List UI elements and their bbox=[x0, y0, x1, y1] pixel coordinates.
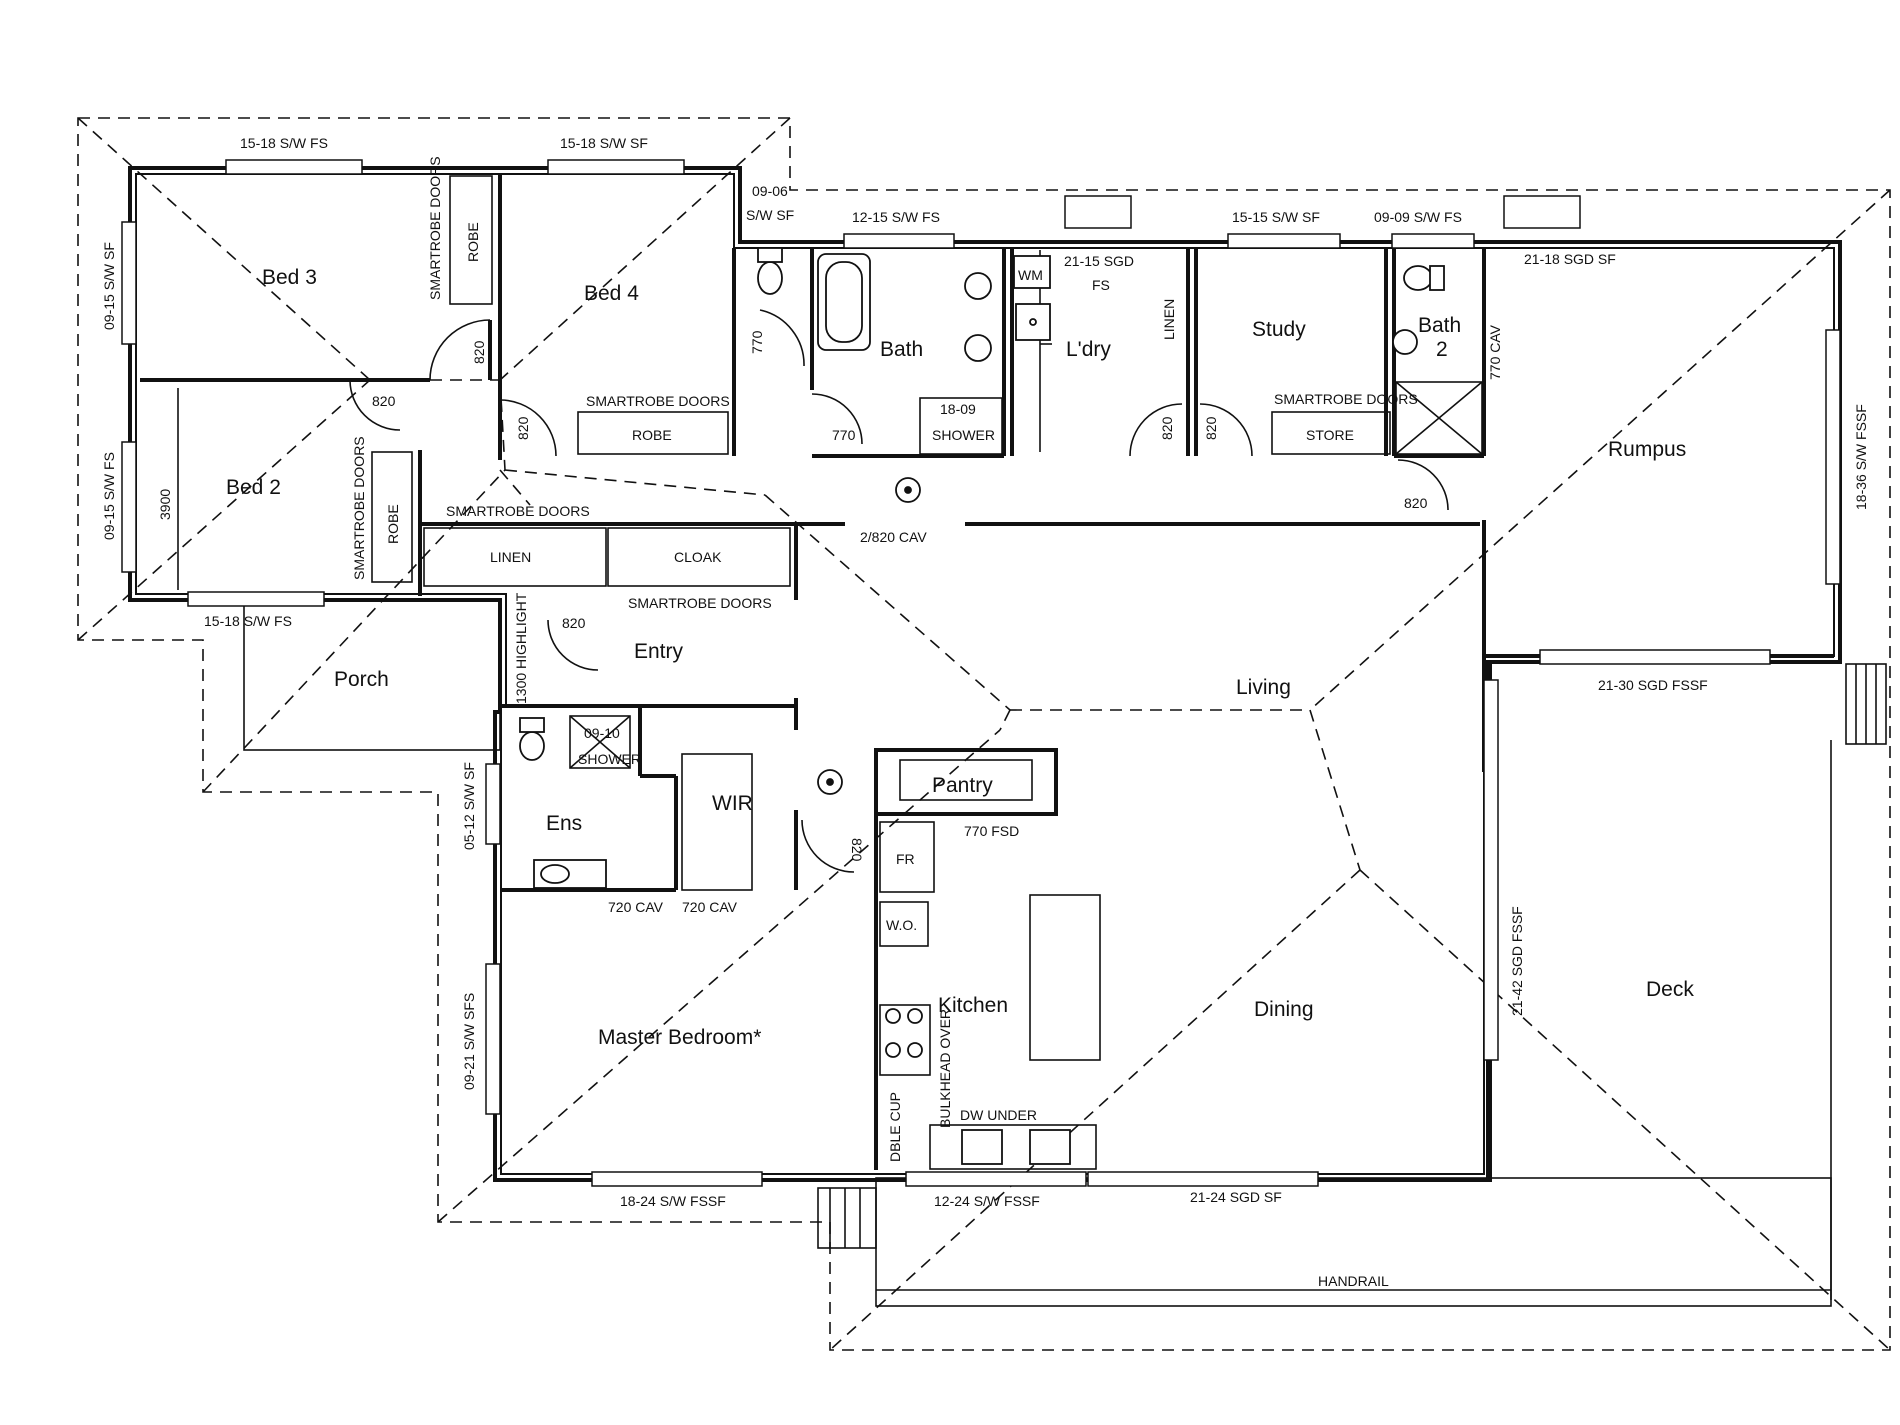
window-note-master-bottom: 18-24 S/W FSSF bbox=[620, 1193, 726, 1209]
pantry-door-note: 770 FSD bbox=[964, 823, 1019, 839]
wir-cavity-door: 720 CAV bbox=[682, 899, 738, 915]
door-size-master: 820 bbox=[849, 838, 865, 862]
room-label-pantry: Pantry bbox=[932, 774, 993, 797]
robe-doors-bed3: SMARTROBE DOORS bbox=[427, 156, 443, 300]
robe-doors-bed2: SMARTROBE DOORS bbox=[351, 436, 367, 580]
window-note-kitchen-bottom: 12-24 S/W FSSF bbox=[934, 1193, 1040, 1209]
room-label-study: Study bbox=[1252, 318, 1306, 341]
door-swings bbox=[349, 309, 1449, 873]
room-label-bath2: Bath bbox=[1418, 314, 1461, 337]
window-note-ens: 05-12 S/W SF bbox=[461, 762, 477, 850]
windows bbox=[121, 159, 1841, 1187]
laundry-door-note-size: 21-15 SGD bbox=[1064, 253, 1134, 269]
door-size-study: 820 bbox=[1203, 416, 1219, 440]
window-note-bed3-top: 15-18 S/W FS bbox=[240, 135, 328, 151]
room-label-bed3: Bed 3 bbox=[262, 266, 317, 289]
bath2-cavity-door: 770 CAV bbox=[1487, 324, 1503, 380]
door-size-bed3: 820 bbox=[471, 340, 487, 364]
wall-oven-label: W.O. bbox=[886, 917, 917, 933]
room-label-dining: Dining bbox=[1254, 998, 1314, 1021]
storage-labels: ROBE ROBE ROBE STORE LINEN CLOAK LINEN F… bbox=[385, 222, 1354, 933]
robe-doors-bed4: SMARTROBE DOORS bbox=[586, 393, 730, 409]
window-note-rumpus-side: 18-36 S/W FSSF bbox=[1853, 404, 1869, 510]
window-note-bath-top: 12-15 S/W FS bbox=[852, 209, 940, 225]
laundry-door-note-type: FS bbox=[1092, 277, 1110, 293]
linen-cupboard-label: LINEN bbox=[1161, 299, 1177, 340]
robe-doors-linen: SMARTROBE DOORS bbox=[446, 503, 590, 519]
room-label-rumpus: Rumpus bbox=[1608, 438, 1686, 461]
window-note-rumpus-top: 21-18 SGD SF bbox=[1524, 251, 1616, 267]
dining-door-note: 21-42 SGD FSSF bbox=[1509, 906, 1525, 1016]
bath-shower-size: 18-09 bbox=[940, 401, 976, 417]
room-label-wir: WIR bbox=[712, 792, 753, 815]
bath-shower-label: SHOWER bbox=[932, 427, 995, 443]
double-cupboard-note: DBLE CUP bbox=[887, 1092, 903, 1162]
room-label-bed4: Bed 4 bbox=[584, 282, 639, 305]
fridge-label: FR bbox=[896, 851, 915, 867]
door-size-bath-bottom: 770 bbox=[832, 427, 856, 443]
window-note-bed2-bottom: 15-18 S/W FS bbox=[204, 613, 292, 629]
door-size-bed2: 820 bbox=[372, 393, 396, 409]
highlight-note: 1300 HIGHLIGHT bbox=[513, 592, 529, 704]
ens-shower-label: SHOWER bbox=[578, 751, 641, 767]
window-note-corner-size: 09-06 bbox=[752, 183, 788, 199]
room-label-bath2-number: 2 bbox=[1436, 338, 1448, 361]
bulkhead-note: BULKHEAD OVER bbox=[937, 1009, 953, 1128]
door-size-entry: 820 bbox=[562, 615, 586, 631]
room-label-ens: Ens bbox=[546, 812, 582, 835]
room-label-deck: Deck bbox=[1646, 978, 1694, 1001]
washing-machine-label: WM bbox=[1018, 267, 1043, 283]
handrail-note: HANDRAIL bbox=[1318, 1273, 1389, 1289]
store-label: STORE bbox=[1306, 427, 1354, 443]
window-note-bed3-side: 09-15 S/W SF bbox=[101, 242, 117, 330]
room-labels: Bed 3 Bed 4 Bed 2 Bath L'dry Study Bath … bbox=[226, 266, 1694, 1049]
bed2-dimension: 3900 bbox=[157, 489, 173, 520]
robe-doors-study: SMARTROBE DOORS bbox=[1274, 391, 1418, 407]
robe-label-bed2: ROBE bbox=[385, 504, 401, 544]
door-size-laundry: 820 bbox=[1159, 416, 1175, 440]
window-note-study-top: 15-15 S/W SF bbox=[1232, 209, 1320, 225]
room-label-kitchen: Kitchen bbox=[938, 994, 1008, 1017]
annotations: 15-18 S/W FS 15-18 S/W SF 09-15 S/W SF 0… bbox=[101, 135, 1869, 1289]
robe-label-bed4: ROBE bbox=[632, 427, 672, 443]
roof-outline bbox=[77, 117, 1891, 1351]
window-note-bath2-top: 09-09 S/W FS bbox=[1374, 209, 1462, 225]
window-note-rumpus-bottom: 21-30 SGD FSSF bbox=[1598, 677, 1708, 693]
robe-doors-cloak: SMARTROBE DOORS bbox=[628, 595, 772, 611]
window-note-bed4-top: 15-18 S/W SF bbox=[560, 135, 648, 151]
door-size-bed4: 820 bbox=[515, 416, 531, 440]
robe-label-bed3: ROBE bbox=[465, 222, 481, 262]
dishwasher-note: DW UNDER bbox=[960, 1107, 1037, 1123]
door-size-bath-side: 770 bbox=[749, 330, 765, 354]
fixtures bbox=[519, 247, 1445, 1165]
deck-structure bbox=[243, 599, 1887, 1307]
room-label-entry: Entry bbox=[634, 640, 684, 663]
window-note-dining-bottom: 21-24 SGD SF bbox=[1190, 1189, 1282, 1205]
room-label-laundry: L'dry bbox=[1066, 338, 1111, 361]
door-size-rumpus: 820 bbox=[1404, 495, 1428, 511]
cloak-label: CLOAK bbox=[674, 549, 722, 565]
window-note-corner-type: S/W SF bbox=[746, 207, 794, 223]
ens-cavity-door: 720 CAV bbox=[608, 899, 664, 915]
window-note-bed2-side: 09-15 S/W FS bbox=[101, 452, 117, 540]
window-note-master-side: 09-21 S/W SFS bbox=[461, 993, 477, 1090]
room-label-bed2: Bed 2 bbox=[226, 476, 281, 499]
hall-cavity-door: 2/820 CAV bbox=[860, 529, 927, 545]
room-label-master: Master Bedroom* bbox=[598, 1026, 761, 1049]
ens-shower-size: 09-10 bbox=[584, 725, 620, 741]
interior-walls bbox=[140, 174, 1834, 1180]
room-label-bath: Bath bbox=[880, 338, 923, 361]
room-label-porch: Porch bbox=[334, 668, 389, 691]
linen-label: LINEN bbox=[490, 549, 531, 565]
room-label-living: Living bbox=[1236, 676, 1291, 699]
